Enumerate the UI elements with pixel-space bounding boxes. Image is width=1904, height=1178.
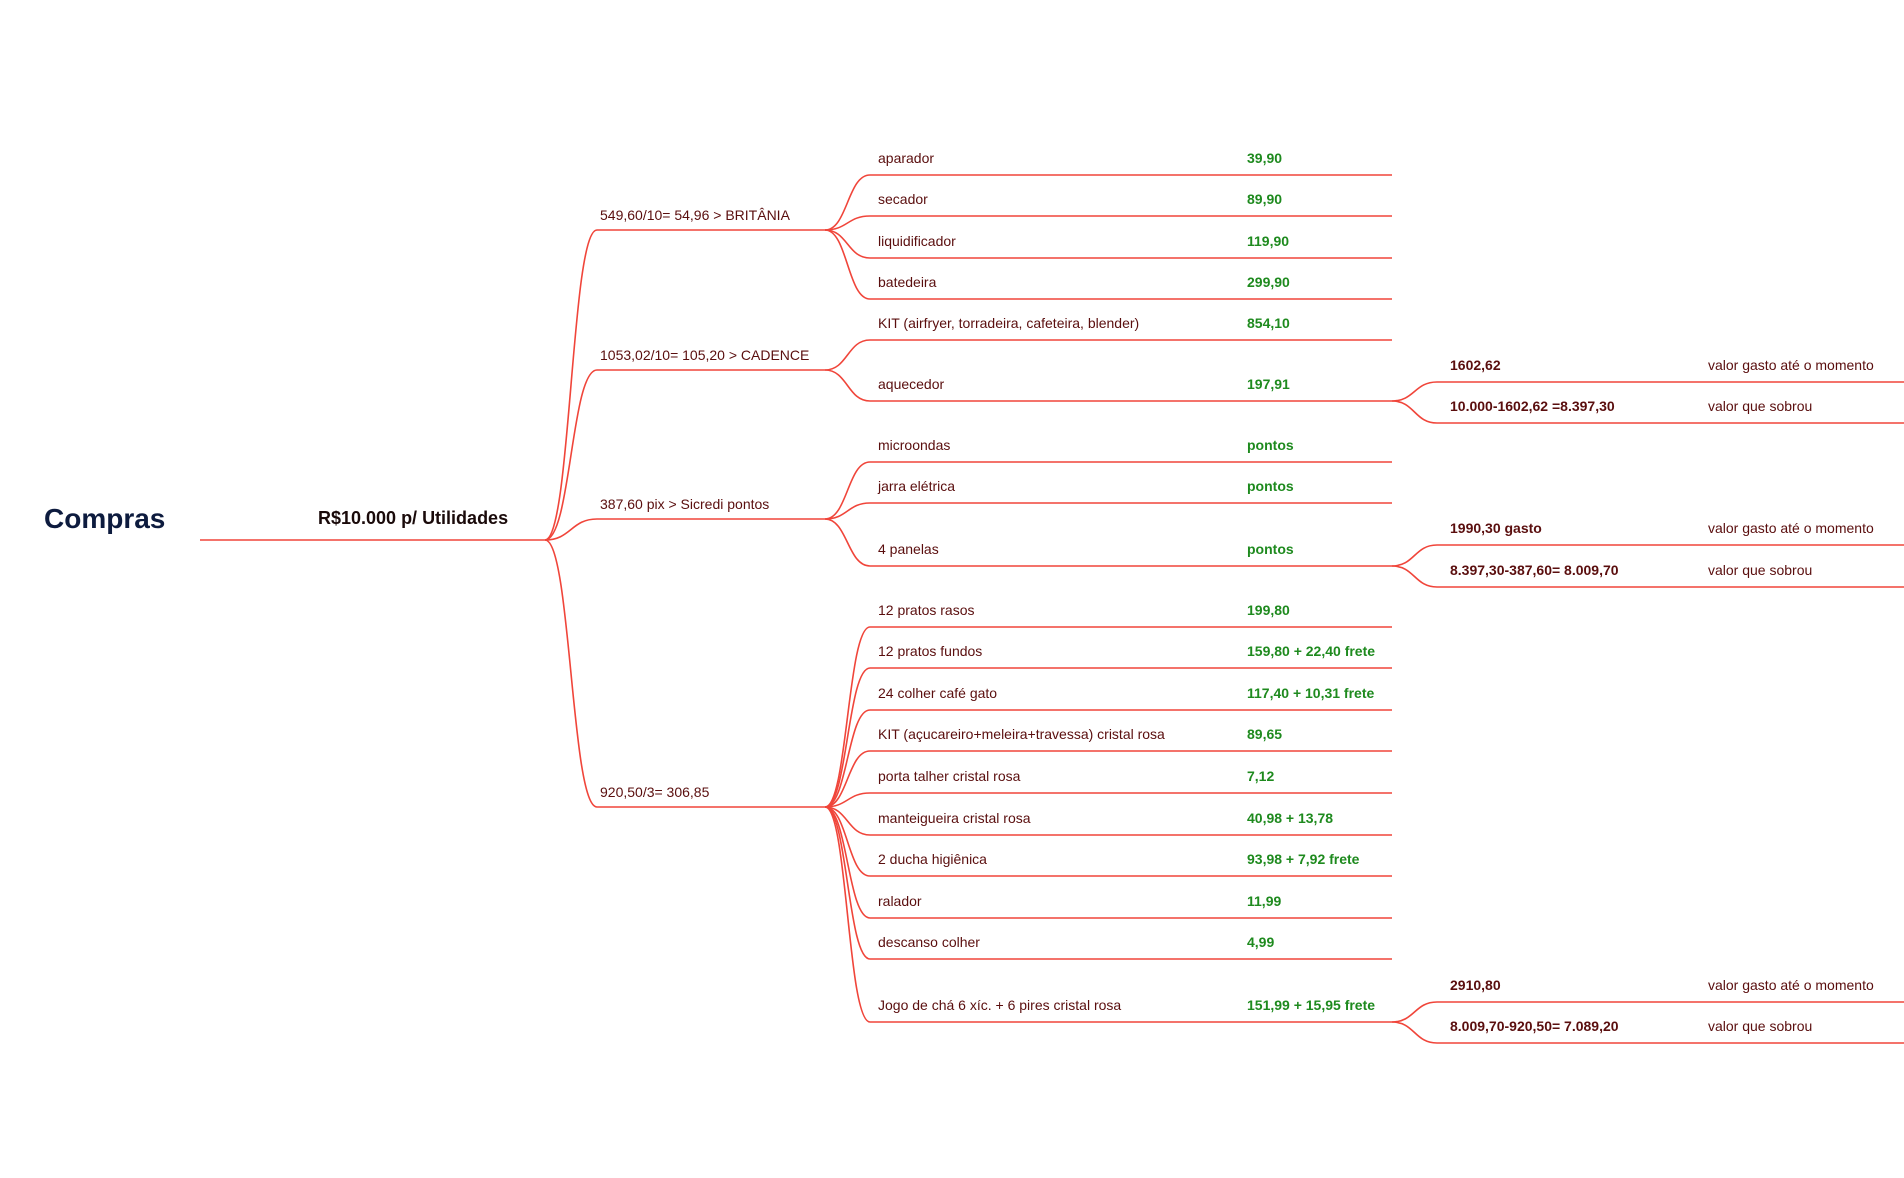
main-branch-label: R$10.000 p/ Utilidades [318, 508, 509, 528]
item-price: 89,90 [1247, 191, 1283, 207]
item-connector [824, 518, 871, 567]
item-connector [824, 626, 871, 808]
item-name: 4 panelas [878, 541, 939, 557]
item-price: 7,12 [1247, 768, 1275, 784]
item-name: jarra elétrica [878, 478, 956, 494]
item-name: 2 ducha higiênica [878, 851, 987, 867]
summary-connector [1391, 1021, 1438, 1044]
item-name: Jogo de chá 6 xíc. + 6 pires cristal ros… [878, 997, 1122, 1013]
item-name: 12 pratos fundos [878, 643, 983, 659]
item-price: pontos [1247, 541, 1294, 557]
item-name: batedeira [878, 274, 937, 290]
item-price: 4,99 [1247, 934, 1275, 950]
item-price: 199,80 [1247, 602, 1290, 618]
summary-connector [1391, 565, 1438, 588]
group-connector [544, 229, 598, 541]
item-connector [824, 667, 871, 808]
summary-value: 8.397,30-387,60= 8.009,70 [1450, 562, 1619, 578]
item-name: manteigueira cristal rosa [878, 810, 1031, 826]
item-connector [824, 806, 871, 1023]
item-price: 197,91 [1247, 376, 1290, 392]
item-price: 854,10 [1247, 315, 1290, 331]
group-connector [544, 369, 598, 541]
summary-note: valor que sobrou [1708, 398, 1813, 414]
summary-value: 8.009,70-920,50= 7.089,20 [1450, 1018, 1619, 1034]
item-price: 11,99 [1247, 893, 1282, 909]
item-price: 299,90 [1247, 274, 1290, 290]
item-connector [824, 215, 871, 231]
summary-note: valor gasto até o momento [1708, 520, 1874, 536]
summary-note: valor gasto até o momento [1708, 977, 1874, 993]
item-connector [824, 229, 871, 259]
item-name: descanso colher [878, 934, 980, 950]
summary-value: 10.000-1602,62 =8.397,30 [1450, 398, 1615, 414]
item-connector [824, 806, 871, 960]
item-connector [824, 174, 871, 231]
item-price: pontos [1247, 437, 1294, 453]
item-price: 151,99 + 15,95 frete [1247, 997, 1376, 1013]
item-name: KIT (airfryer, torradeira, cafeteira, bl… [878, 315, 1140, 331]
item-name: aquecedor [878, 376, 945, 392]
summary-note: valor que sobrou [1708, 1018, 1813, 1034]
item-name: ralador [878, 893, 922, 909]
group-label: 920,50/3= 306,85 [600, 784, 710, 800]
item-name: liquidificador [878, 233, 956, 249]
item-price: pontos [1247, 478, 1294, 494]
item-connector [824, 709, 871, 808]
summary-connector [1391, 381, 1438, 402]
item-price: 39,90 [1247, 150, 1283, 166]
summary-connector [1391, 400, 1438, 424]
item-name: KIT (açucareiro+meleira+travessa) crista… [878, 726, 1165, 742]
summary-value: 1990,30 gasto [1450, 520, 1542, 536]
root-title: Compras [44, 503, 166, 534]
group-label: 1053,02/10= 105,20 > CADENCE [600, 347, 810, 363]
item-connector [824, 461, 871, 520]
summary-value: 2910,80 [1450, 977, 1501, 993]
group-label: 549,60/10= 54,96 > BRITÂNIA [600, 207, 790, 223]
item-price: 119,90 [1247, 233, 1290, 249]
item-price: 93,98 + 7,92 frete [1247, 851, 1360, 867]
summary-note: valor que sobrou [1708, 562, 1813, 578]
item-name: microondas [878, 437, 951, 453]
item-name: 12 pratos rasos [878, 602, 975, 618]
group-connector [544, 539, 598, 808]
item-price: 159,80 + 22,40 frete [1247, 643, 1376, 659]
group-label: 387,60 pix > Sicredi pontos [600, 496, 770, 512]
item-name: 24 colher café gato [878, 685, 998, 701]
item-price: 117,40 + 10,31 frete [1247, 685, 1375, 701]
item-connector [824, 792, 871, 808]
item-price: 89,65 [1247, 726, 1283, 742]
summary-value: 1602,62 [1450, 357, 1501, 373]
summary-connector [1391, 1001, 1438, 1023]
item-price: 40,98 + 13,78 [1247, 810, 1334, 826]
item-name: secador [878, 191, 928, 207]
group-connector [544, 518, 598, 541]
item-name: aparador [878, 150, 935, 166]
item-connector [824, 339, 871, 371]
item-connector [824, 369, 871, 402]
item-connector [824, 502, 871, 520]
item-connector [824, 750, 871, 808]
item-connector [824, 229, 871, 300]
summary-connector [1391, 544, 1438, 567]
summary-note: valor gasto até o momento [1708, 357, 1874, 373]
item-name: porta talher cristal rosa [878, 768, 1021, 784]
item-connector [824, 806, 871, 919]
